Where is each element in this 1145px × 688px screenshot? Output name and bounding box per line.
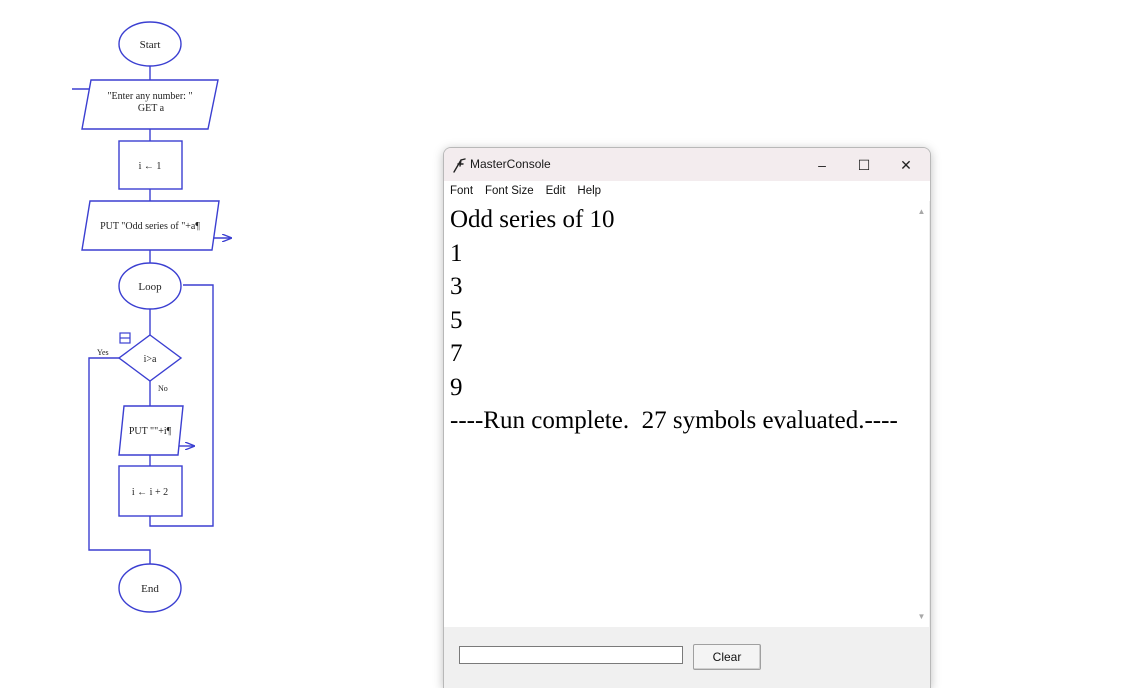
maximize-button[interactable]: ☐: [844, 152, 884, 178]
console-input[interactable]: [459, 646, 683, 664]
vertical-scrollbar[interactable]: ▲ ▼: [914, 201, 929, 627]
loop-terminal: [118, 262, 182, 310]
scroll-up-icon[interactable]: ▲: [917, 207, 926, 216]
end-label: End: [141, 583, 159, 595]
collapse-toggle-icon[interactable]: [119, 332, 131, 344]
minimize-icon: –: [818, 157, 826, 173]
start-label: Start: [140, 39, 161, 51]
start-terminal: [118, 21, 182, 67]
scroll-down-icon[interactable]: ▼: [917, 612, 926, 621]
console-output[interactable]: Odd series of 10 1 3 5 7 9 ----Run compl…: [444, 201, 914, 627]
input-parallelogram: [81, 79, 219, 130]
put-header-parallelogram: [81, 200, 220, 251]
menu-edit[interactable]: Edit: [545, 185, 566, 197]
output-line: 1: [450, 239, 463, 267]
app-logo-icon: [453, 158, 466, 173]
no-label: No: [158, 384, 168, 393]
input-get-text: GET a: [138, 103, 165, 114]
flowchart: Start "Enter any number: " GET a i ← 1 P…: [72, 21, 260, 613]
menu-bar: Font Font Size Edit Help: [444, 181, 930, 201]
output-line: Odd series of 10: [450, 206, 615, 233]
menu-help[interactable]: Help: [577, 185, 602, 197]
init-text: i ← 1: [139, 161, 162, 172]
init-process-box: [118, 140, 183, 190]
put-header-text: PUT "Odd series of "+a¶: [100, 221, 200, 232]
menu-font[interactable]: Font: [450, 185, 474, 197]
output-line: 5: [450, 306, 463, 334]
increment-process-box: [118, 465, 183, 517]
condition-text: i>a: [144, 354, 157, 365]
window-title: MasterConsole: [470, 157, 551, 171]
output-line: ----Run complete. 27 symbols evaluated.-…: [450, 407, 898, 434]
put-value-text: PUT ""+i¶: [129, 426, 172, 437]
yes-label: Yes: [97, 348, 109, 357]
title-bar[interactable]: MasterConsole – ☐ ✕: [444, 148, 930, 181]
output-line: 7: [450, 340, 463, 367]
input-bar: Clear: [444, 627, 930, 688]
loop-label: Loop: [138, 281, 162, 293]
close-button[interactable]: ✕: [886, 152, 926, 178]
end-terminal: [118, 563, 182, 613]
output-line: 9: [450, 373, 463, 401]
minimize-button[interactable]: –: [802, 152, 842, 178]
increment-text: i ← i + 2: [132, 487, 168, 498]
maximize-icon: ☐: [857, 156, 871, 173]
output-line: 3: [450, 273, 463, 300]
put-value-parallelogram: [118, 405, 184, 456]
flowchart-connectors: [72, 66, 231, 564]
master-console-window: MasterConsole – ☐ ✕ Font Font Size Edit …: [443, 147, 931, 688]
menu-font-size[interactable]: Font Size: [485, 185, 534, 197]
condition-diamond: [117, 334, 183, 382]
clear-button[interactable]: Clear: [693, 644, 761, 670]
close-icon: ✕: [900, 156, 912, 173]
input-prompt-text: "Enter any number: ": [107, 91, 192, 102]
